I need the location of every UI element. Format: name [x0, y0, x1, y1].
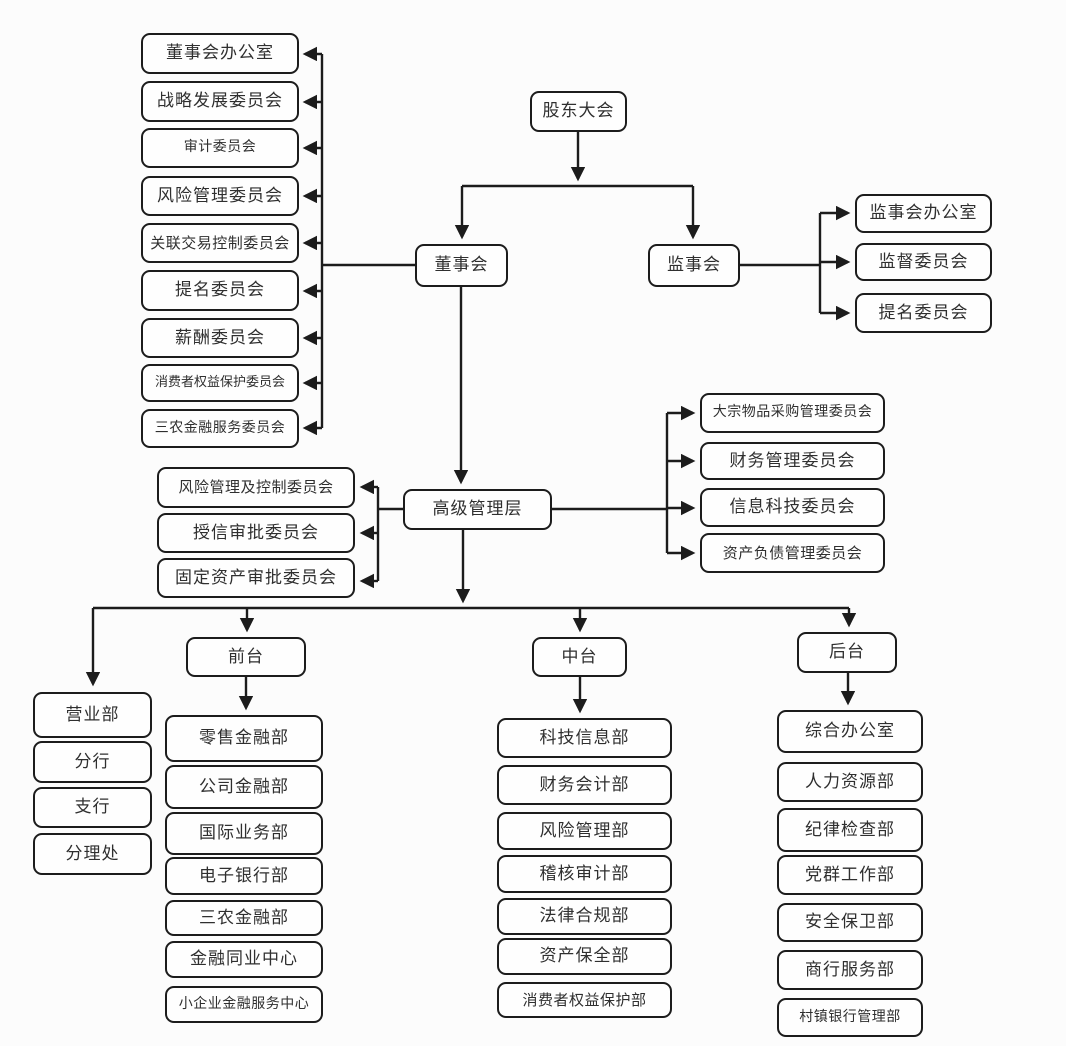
node-supervisory-board-office: 监事会办公室 [855, 194, 992, 233]
node-rural-finance-dept: 三农金融部 [165, 900, 323, 936]
node-corporate-finance-dept: 公司金融部 [165, 765, 323, 809]
node-bank-services-dept: 商行服务部 [777, 950, 923, 990]
node-risk-management-dept: 风险管理部 [497, 812, 672, 850]
node-village-bank-management-dept: 村镇银行管理部 [777, 998, 923, 1037]
node-retail-finance-dept: 零售金融部 [165, 715, 323, 762]
node-supervision-committee: 监督委员会 [855, 243, 992, 281]
node-related-transactions-committee: 关联交易控制委员会 [141, 223, 299, 263]
node-remuneration-committee: 薪酬委员会 [141, 318, 299, 358]
node-banking-office: 分理处 [33, 833, 152, 875]
node-risk-management-committee: 风险管理委员会 [141, 176, 299, 216]
node-financial-accounting-dept: 财务会计部 [497, 765, 672, 805]
node-audit-dept: 稽核审计部 [497, 855, 672, 893]
node-discipline-inspection-dept: 纪律检查部 [777, 808, 923, 852]
node-consumer-protection-committee: 消费者权益保护委员会 [141, 364, 299, 402]
node-party-affairs-dept: 党群工作部 [777, 855, 923, 895]
node-risk-management-control-committee: 风险管理及控制委员会 [157, 467, 355, 508]
node-supervisory-board: 监事会 [648, 244, 740, 287]
node-rural-finance-service-committee: 三农金融服务委员会 [141, 409, 299, 448]
node-consumer-protection-dept: 消费者权益保护部 [497, 982, 672, 1018]
node-middle-office: 中台 [532, 637, 627, 677]
node-information-technology-committee: 信息科技委员会 [700, 488, 885, 527]
node-sub-branch: 支行 [33, 787, 152, 828]
node-front-office: 前台 [186, 637, 306, 677]
node-bulk-procurement-committee: 大宗物品采购管理委员会 [700, 393, 885, 433]
node-fixed-asset-approval-committee: 固定资产审批委员会 [157, 558, 355, 598]
node-interbank-center: 金融同业中心 [165, 941, 323, 978]
node-audit-committee: 审计委员会 [141, 128, 299, 168]
node-international-business-dept: 国际业务部 [165, 812, 323, 855]
node-general-office: 综合办公室 [777, 710, 923, 753]
node-board-office: 董事会办公室 [141, 33, 299, 74]
node-nomination-committee-supervisory: 提名委员会 [855, 293, 992, 333]
node-board-of-directors: 董事会 [415, 244, 508, 287]
node-human-resources-dept: 人力资源部 [777, 762, 923, 802]
node-back-office: 后台 [797, 632, 897, 673]
node-technology-information-dept: 科技信息部 [497, 718, 672, 758]
node-business-department: 营业部 [33, 692, 152, 738]
node-small-business-finance-center: 小企业金融服务中心 [165, 986, 323, 1023]
node-shareholders-meeting: 股东大会 [530, 91, 627, 132]
node-asset-preservation-dept: 资产保全部 [497, 938, 672, 975]
node-nomination-committee: 提名委员会 [141, 270, 299, 311]
node-asset-liability-committee: 资产负债管理委员会 [700, 533, 885, 573]
node-senior-management: 高级管理层 [403, 489, 552, 530]
node-credit-approval-committee: 授信审批委员会 [157, 513, 355, 553]
node-security-dept: 安全保卫部 [777, 903, 923, 942]
node-financial-management-committee: 财务管理委员会 [700, 442, 885, 480]
node-branch: 分行 [33, 741, 152, 783]
node-legal-compliance-dept: 法律合规部 [497, 898, 672, 935]
node-e-banking-dept: 电子银行部 [165, 857, 323, 895]
node-strategy-development-committee: 战略发展委员会 [141, 81, 299, 122]
